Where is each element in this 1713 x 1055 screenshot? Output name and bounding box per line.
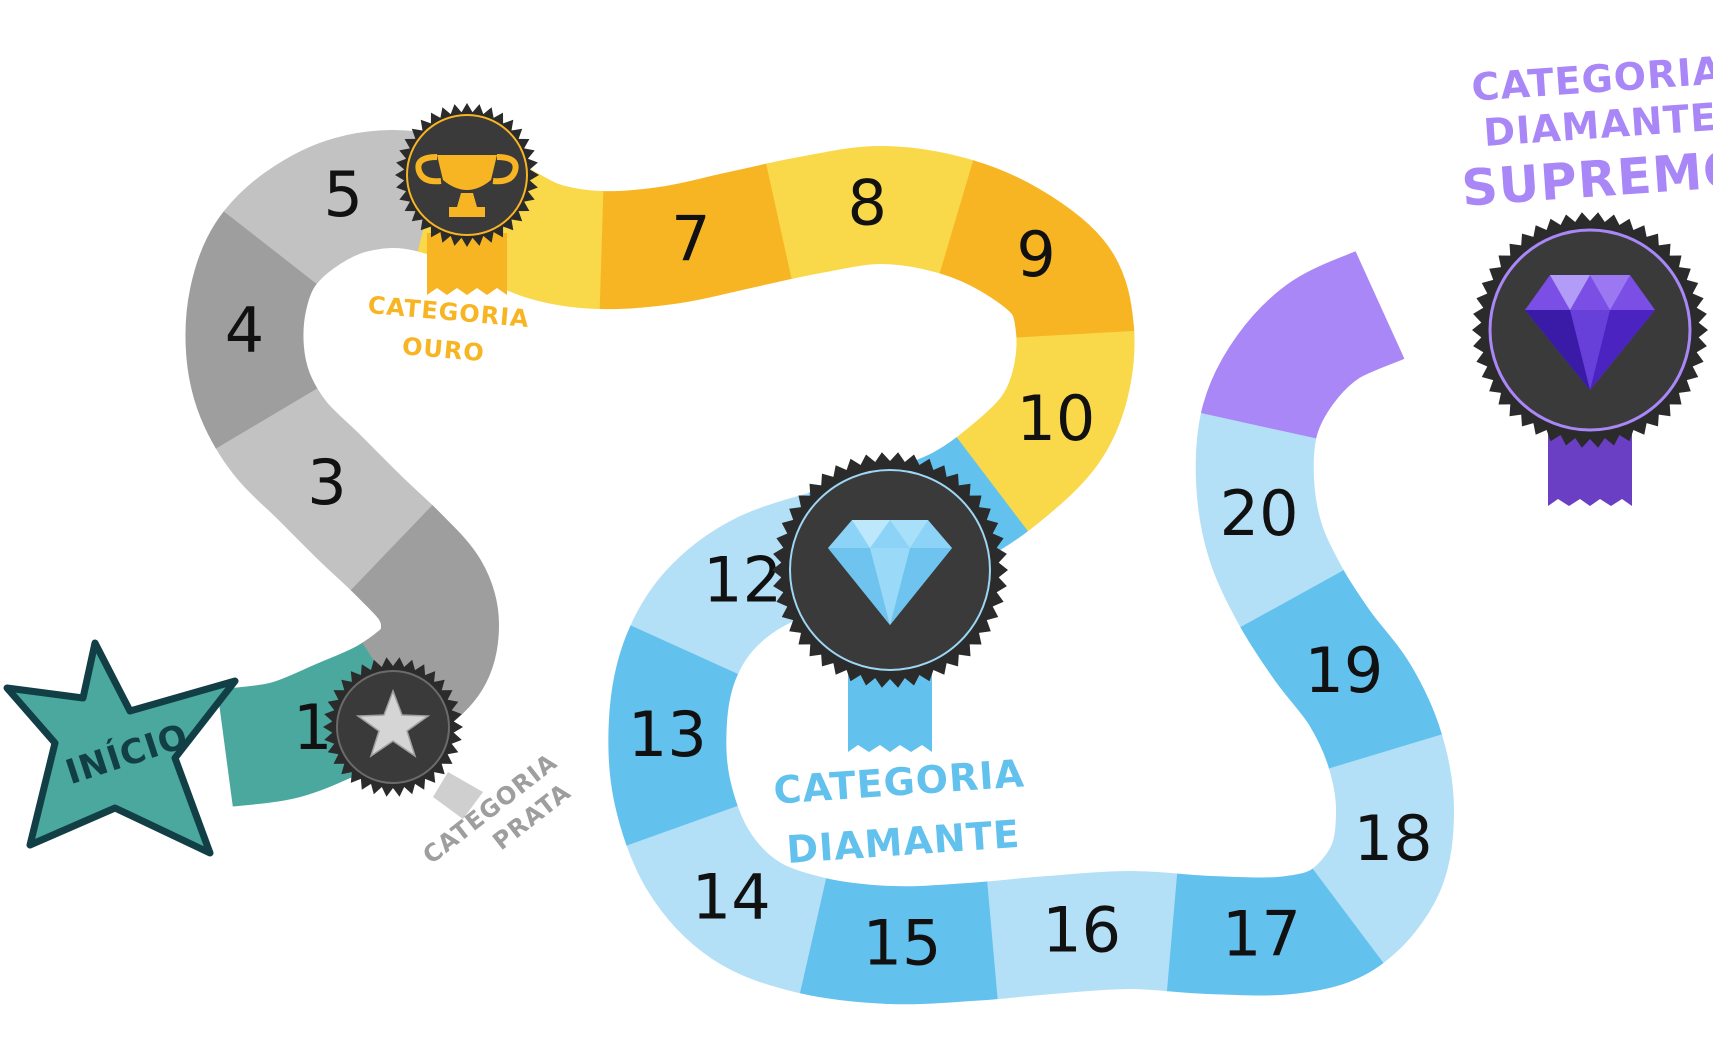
diamante-label-line2: DIAMANTE xyxy=(785,812,1021,872)
diamond-icon xyxy=(828,520,952,625)
star-icon xyxy=(3,639,239,857)
space-number: 19 xyxy=(1304,634,1383,707)
prata-badge xyxy=(323,657,483,819)
start-space[interactable]: INÍCIO xyxy=(3,639,239,857)
ouro-badge xyxy=(395,103,539,295)
ouro-label: CATEGORIA OURO xyxy=(367,291,531,367)
space-number: 10 xyxy=(1016,382,1095,455)
space-number: 18 xyxy=(1354,802,1433,875)
space-number: 8 xyxy=(848,167,887,240)
star-icon xyxy=(355,688,431,758)
supremo-badge xyxy=(1472,212,1708,506)
board-space[interactable] xyxy=(185,130,1455,1005)
board-space[interactable] xyxy=(185,130,1455,1005)
diamante-badge xyxy=(772,452,1008,752)
board-space[interactable] xyxy=(185,130,1455,1005)
space-number: 12 xyxy=(703,543,782,616)
ouro-label-line2: OURO xyxy=(401,332,486,367)
space-number: 13 xyxy=(628,698,707,771)
purple-diamond-icon xyxy=(1525,275,1655,390)
diamante-label: CATEGORIA DIAMANTE xyxy=(772,751,1026,872)
space-number: 16 xyxy=(1042,893,1121,966)
ribbon xyxy=(427,233,507,295)
ouro-label-line1: CATEGORIA xyxy=(367,291,531,333)
space-number: 7 xyxy=(671,202,710,275)
space-number: 15 xyxy=(863,906,942,979)
space-number: 14 xyxy=(692,861,771,934)
space-number: 17 xyxy=(1222,898,1301,971)
diamante-label-line1: CATEGORIA xyxy=(772,751,1026,812)
space-number: 20 xyxy=(1220,477,1299,550)
space-number: 4 xyxy=(225,294,264,367)
ribbon xyxy=(433,772,483,819)
space-number: 5 xyxy=(324,158,363,231)
trophy-icon xyxy=(415,154,519,217)
space-number: 9 xyxy=(1016,218,1055,291)
supremo-label: CATEGORIA DIAMANTE SUPREMO xyxy=(1460,48,1713,217)
space-number: 3 xyxy=(307,446,346,519)
